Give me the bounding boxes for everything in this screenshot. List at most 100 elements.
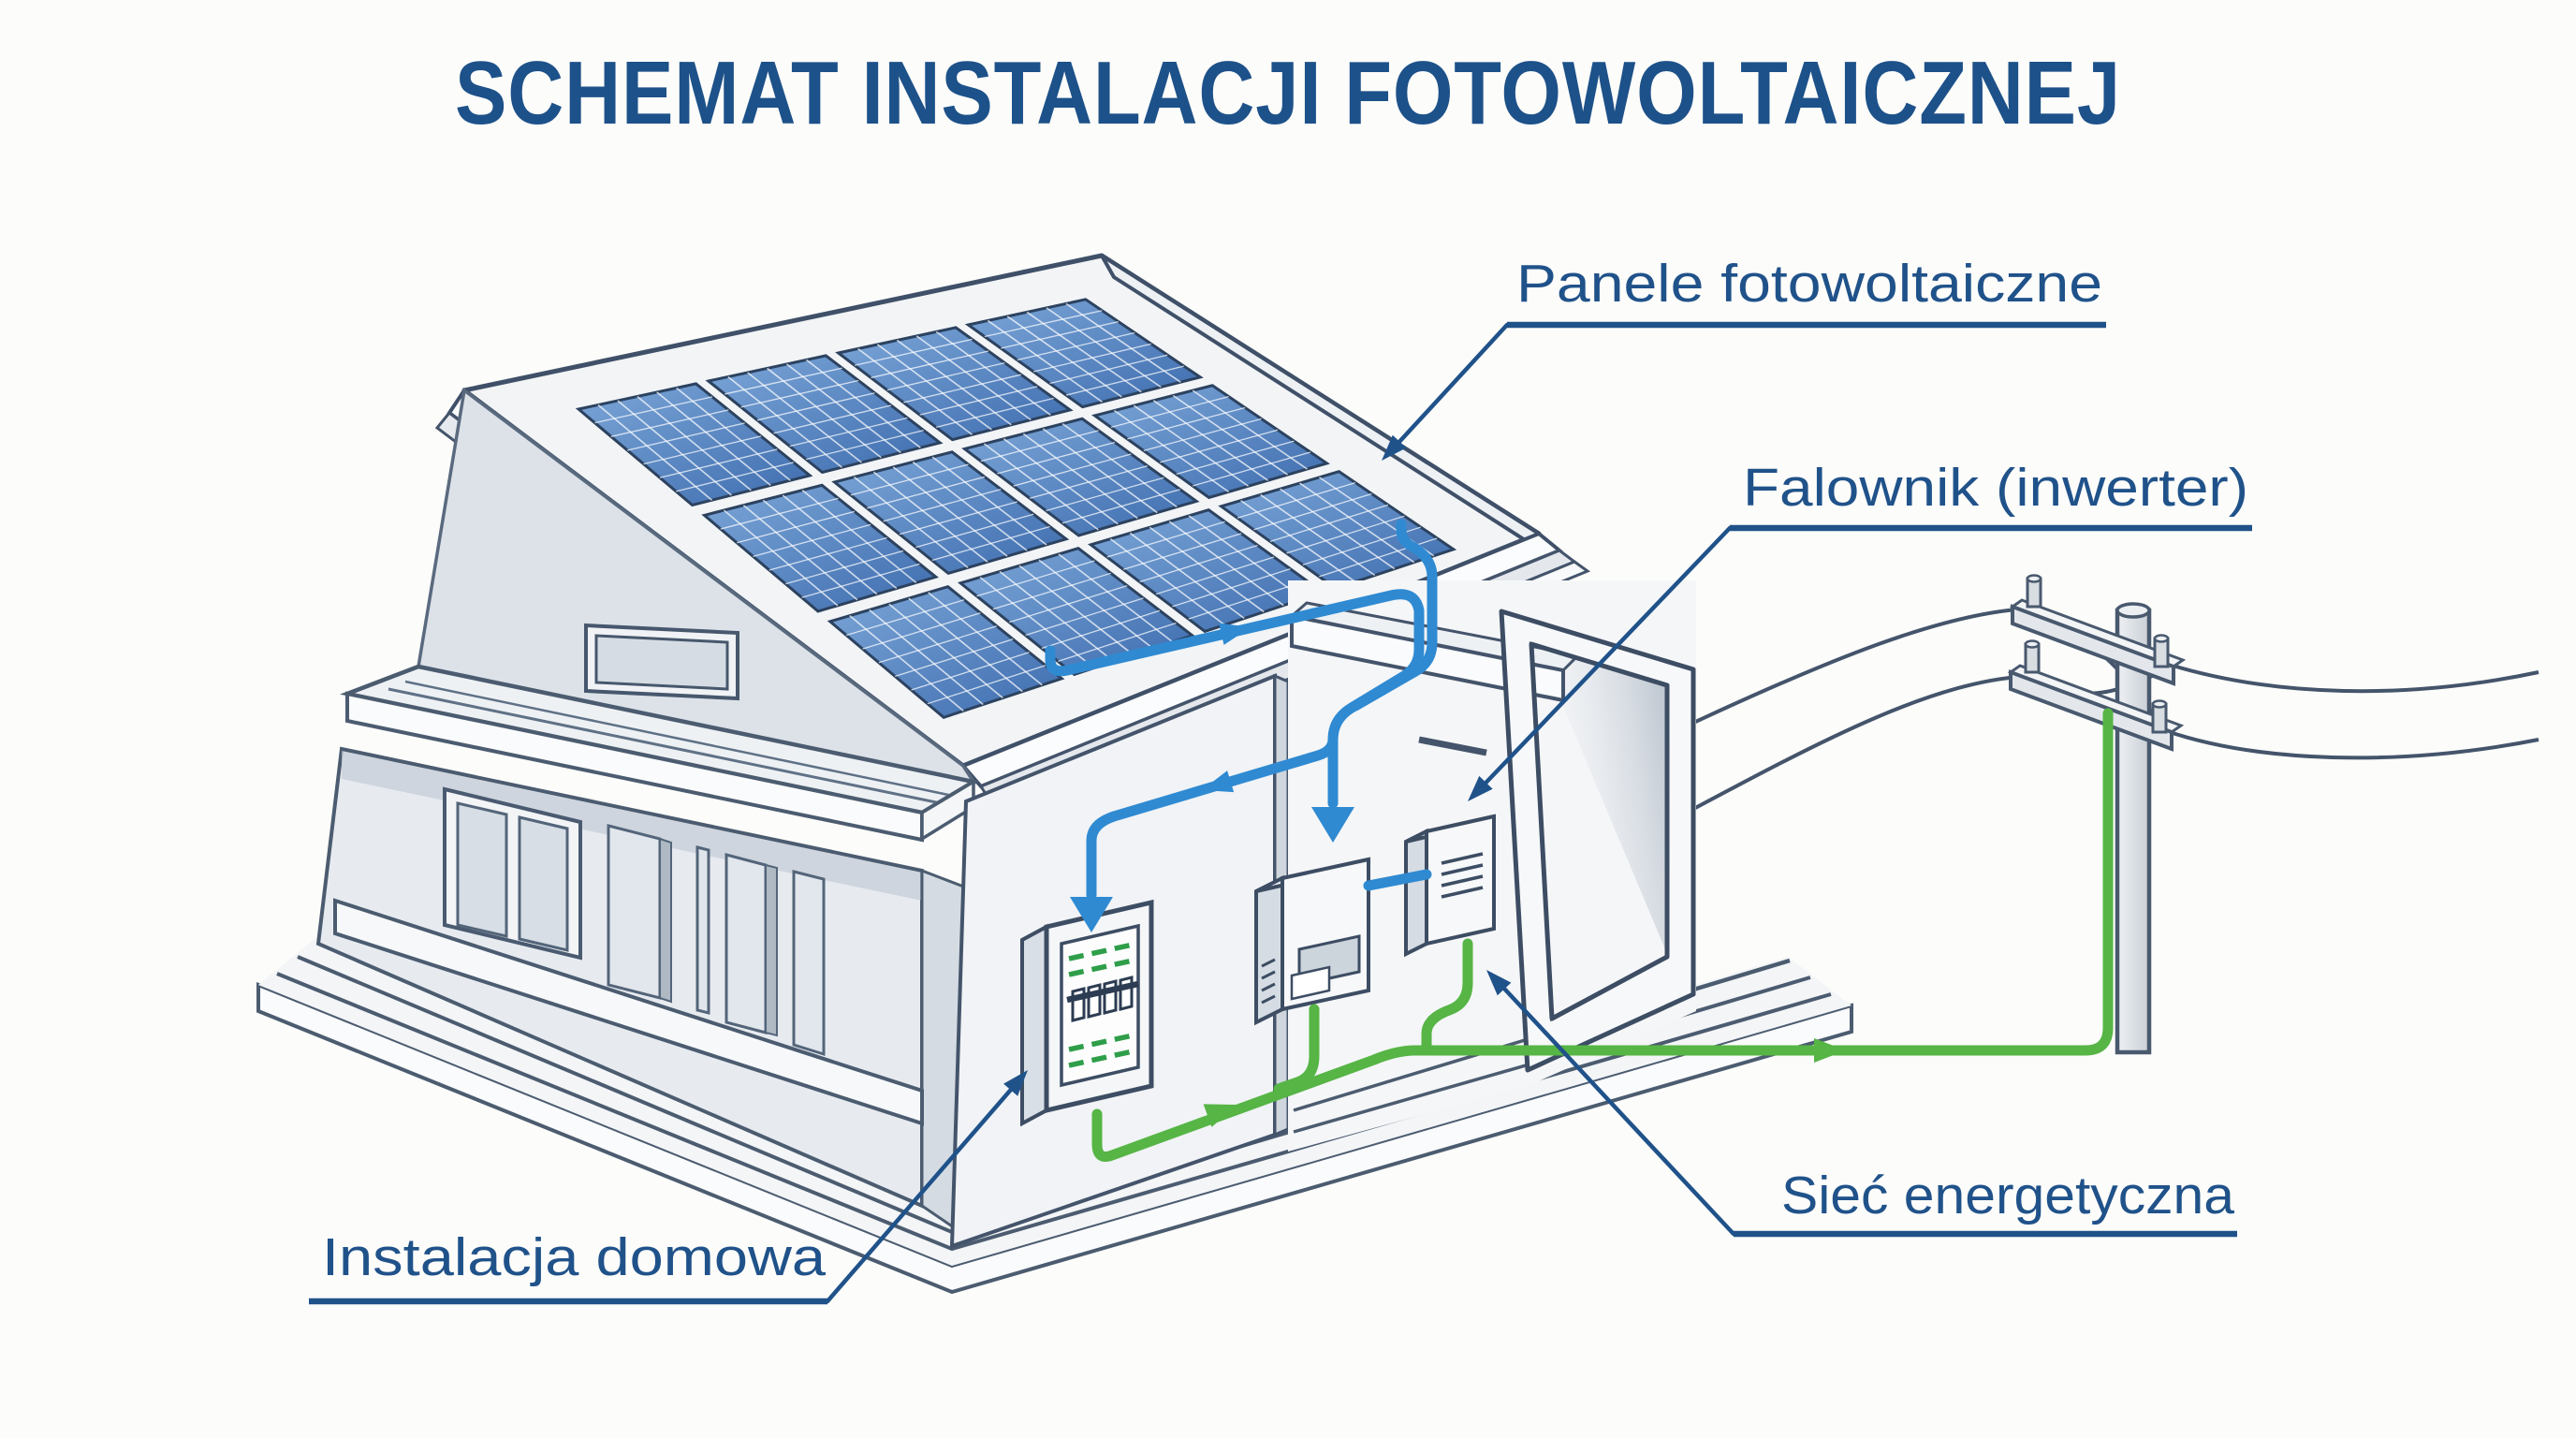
cell-line	[617, 400, 732, 496]
cell-line	[1192, 389, 1308, 470]
cell-line	[1240, 499, 1356, 583]
label-grid-arrowhead	[1486, 970, 1512, 996]
cell-line	[935, 330, 1051, 416]
cell-line	[1033, 343, 1151, 373]
panel-cell-grid	[854, 330, 1054, 435]
cell-line	[976, 560, 1095, 597]
cell-line	[896, 339, 1012, 426]
cell-line	[1017, 331, 1135, 361]
cell-line	[1046, 307, 1162, 389]
cell-line	[1176, 440, 1295, 476]
cell-line	[1172, 394, 1288, 476]
home-breaker-box	[1020, 899, 1154, 1127]
cell-line	[915, 513, 1034, 549]
cell-line	[805, 359, 921, 448]
insulator-top	[2153, 634, 2170, 643]
cell-line	[1253, 492, 1372, 531]
cell-line	[1260, 493, 1376, 577]
cell-line	[767, 367, 882, 459]
wall-board-reveal	[659, 837, 672, 1004]
cell-line	[892, 466, 1008, 557]
label-inverter-pointer	[1471, 525, 1733, 799]
wall-board-reveal	[765, 863, 778, 1037]
label-home-pointer	[825, 1074, 1025, 1304]
label-grid-pointer	[1489, 973, 1736, 1237]
cell-line	[862, 612, 981, 650]
cell-line	[895, 638, 1014, 678]
ac-wire-meter	[1273, 1004, 1320, 1094]
flow-arrow-green	[1203, 1104, 1237, 1127]
cell-line	[935, 397, 1054, 428]
cell-line	[742, 505, 858, 601]
cell-line	[1280, 488, 1396, 570]
cell-line	[1058, 622, 1177, 663]
label-inverter-text: Falownik (inwerter)	[1743, 458, 2248, 518]
cell-line	[724, 367, 842, 395]
cell-line	[1152, 400, 1269, 481]
cell-line	[886, 361, 1005, 391]
cell-line	[903, 374, 1021, 404]
cell-line	[1110, 396, 1229, 429]
cell-line	[883, 489, 1002, 522]
cell-line	[1041, 609, 1161, 650]
parapet-line	[404, 680, 954, 798]
cell-line	[801, 490, 917, 584]
gable-window-glass	[594, 634, 729, 691]
solar-panel	[831, 450, 1070, 576]
cell-line	[1168, 521, 1284, 607]
cell-line	[928, 592, 1043, 686]
cell-line	[845, 599, 965, 637]
cell-line	[1299, 482, 1415, 564]
cell-line	[594, 396, 713, 424]
cell-line	[872, 471, 988, 563]
solar-panel-array	[575, 298, 1457, 719]
flat-roof-slab	[340, 664, 980, 843]
cell-line	[931, 456, 1047, 546]
cell-line	[927, 665, 1046, 705]
cell-line	[871, 350, 989, 379]
down-arrow-breaker	[1070, 897, 1113, 932]
cell-line	[1139, 544, 1258, 583]
cell-line	[1237, 481, 1356, 519]
cell-line	[723, 509, 839, 607]
cell-line	[987, 319, 1103, 403]
panel-cell-grid	[984, 302, 1184, 403]
inverter-device	[1254, 814, 1496, 1026]
cell-line	[1109, 537, 1225, 626]
cell-line	[850, 463, 969, 496]
cell-line	[1122, 533, 1242, 570]
ac-wire-main	[1091, 708, 2114, 1162]
cell-line	[1188, 580, 1308, 620]
inverter-vents	[1441, 852, 1484, 899]
cell-line	[1058, 553, 1174, 643]
wall-board	[607, 824, 662, 1000]
cell-line	[1127, 406, 1246, 440]
cell-line	[1155, 556, 1275, 595]
cell-line	[857, 347, 973, 435]
cell-line	[1038, 559, 1154, 650]
cell-line	[1129, 532, 1245, 620]
cell-line	[1286, 515, 1405, 554]
breaker-lever-bar	[1066, 980, 1139, 1004]
breaker-terminals	[1068, 942, 1134, 1068]
cell-line	[997, 441, 1116, 475]
cell-line	[1149, 526, 1265, 613]
cell-line	[637, 395, 752, 492]
dc-wire-breaker-branch	[1086, 734, 1339, 901]
down-arrow-inverter	[1311, 807, 1354, 843]
cell-line	[899, 501, 1017, 536]
cell-line	[747, 372, 862, 463]
panel-cell-grid	[845, 592, 1046, 712]
cell-line	[656, 391, 771, 487]
cell-line	[1065, 365, 1184, 396]
cell-line	[1113, 409, 1230, 493]
dc-wire-left	[1045, 589, 1425, 809]
cell-line	[801, 563, 920, 598]
label-panels-pointer	[1384, 322, 1510, 458]
crossarm-upper	[2011, 604, 2175, 686]
label-home: Instalacja domowa	[309, 1070, 1028, 1305]
cell-line	[999, 570, 1115, 663]
label-inverter-arrowhead	[1468, 775, 1493, 801]
